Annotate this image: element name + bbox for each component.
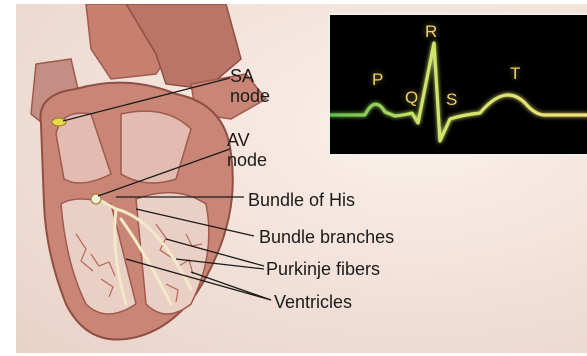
av-node-label-line1: AV [227,130,267,150]
illustration-canvas: SA node AV node Bundle of His Bundle bra… [16,4,587,353]
t-wave-label: T [510,65,520,83]
sa-node-label: SA node [230,66,270,106]
purkinje-fibers-label: Purkinje fibers [266,259,380,279]
r-wave-label: R [425,23,437,41]
av-node-label-line2: node [227,150,267,170]
left-ventricle [136,193,209,314]
sa-node-label-line2: node [230,86,270,106]
sa-node [52,118,66,126]
bundle-branches-label: Bundle branches [259,227,394,247]
s-wave-label: S [446,91,457,109]
av-node-label: AV node [227,130,267,170]
ecg-panel: P Q R S T [328,13,587,156]
ventricles-label: Ventricles [274,292,352,312]
sa-node-label-line1: SA [230,66,270,86]
ecg-trace-svg [330,15,587,154]
p-wave-label: P [372,71,383,89]
bundle-of-his-label: Bundle of His [248,190,355,210]
q-wave-label: Q [405,89,418,107]
ecg-trace [330,43,587,141]
